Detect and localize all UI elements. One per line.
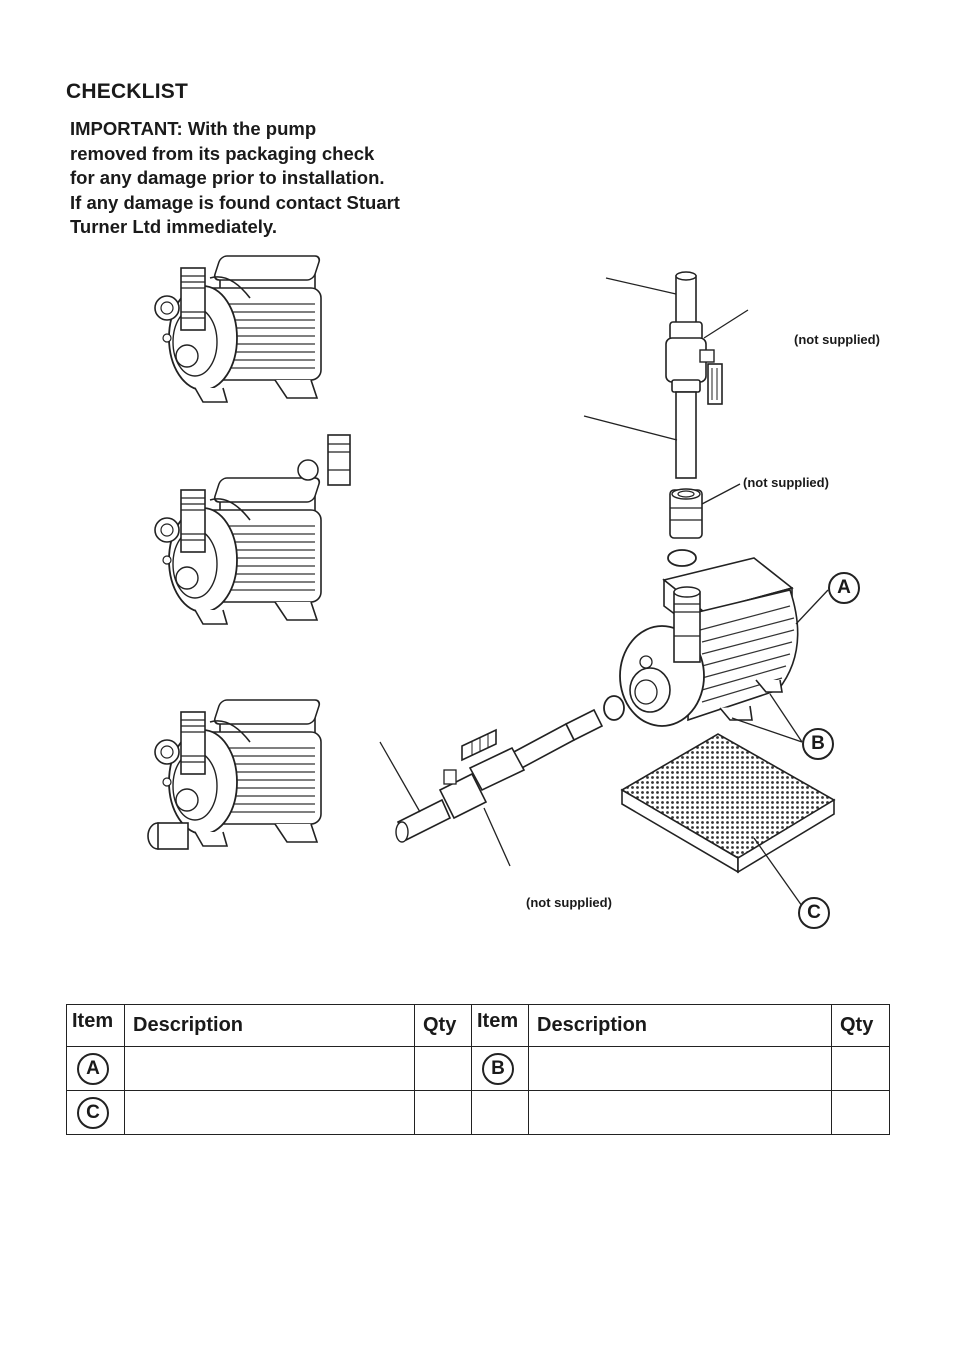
item-cell: [471, 1090, 529, 1135]
important-notice: IMPORTANT: With the pump removed from it…: [70, 117, 450, 240]
column-header-item: Item: [471, 1004, 529, 1047]
item-marker: C: [77, 1096, 109, 1129]
notice-line: for any damage prior to installation.: [70, 167, 385, 188]
not-supplied-note: (not supplied): [794, 332, 880, 347]
column-header-qty: Qty: [414, 1004, 472, 1047]
item-marker: B: [482, 1052, 514, 1085]
pump-variant-2: [154, 477, 322, 625]
page-heading: CHECKLIST: [66, 80, 188, 103]
horizontal-pipe-assembly: [395, 695, 625, 843]
item-cell: C: [66, 1090, 125, 1135]
vertical-pipe-assembly: [665, 271, 723, 567]
qty-cell: [831, 1090, 890, 1135]
anti-vibration-mat: [620, 733, 836, 874]
notice-line: IMPORTANT: With the pump: [70, 118, 317, 139]
column-header-item: Item: [66, 1004, 125, 1047]
notice-line: Turner Ltd immediately.: [70, 216, 277, 237]
column-header-description: Description: [528, 1004, 832, 1047]
callout-a: A: [828, 572, 860, 604]
not-supplied-note: (not supplied): [526, 895, 612, 910]
column-header-qty: Qty: [831, 1004, 890, 1047]
description-cell: [528, 1090, 832, 1135]
column-header-description: Description: [124, 1004, 415, 1047]
table-header-row: Item Description Qty Item Description Qt…: [66, 1004, 890, 1047]
not-supplied-note: (not supplied): [743, 475, 829, 490]
qty-cell: [831, 1046, 890, 1091]
item-cell: A: [66, 1046, 125, 1091]
notice-line: removed from its packaging check: [70, 142, 375, 164]
notice-line: If any damage is found contact Stuart: [70, 191, 400, 213]
pump-variant-1: [154, 255, 322, 403]
pump-variant-3-side-port: [147, 822, 189, 850]
callout-b: B: [802, 728, 834, 760]
description-cell: [124, 1090, 415, 1135]
pump-variant-2-second-inlet: [297, 434, 351, 486]
item-cell: B: [471, 1046, 529, 1091]
description-cell: [528, 1046, 832, 1091]
qty-cell: [414, 1046, 472, 1091]
checklist-table: Item Description Qty Item Description Qt…: [66, 1004, 890, 1135]
pump-assembly-illustration: [147, 255, 836, 907]
item-marker: A: [77, 1052, 109, 1085]
isolating-valve-handle: [443, 728, 497, 785]
description-cell: [124, 1046, 415, 1091]
callout-c: C: [798, 897, 830, 929]
table-row: C: [66, 1090, 890, 1135]
leader-lines: [379, 277, 829, 907]
table-row: A B: [66, 1046, 890, 1091]
main-pump: [619, 557, 799, 727]
isolating-valve-handle: [699, 349, 723, 405]
qty-cell: [414, 1090, 472, 1135]
